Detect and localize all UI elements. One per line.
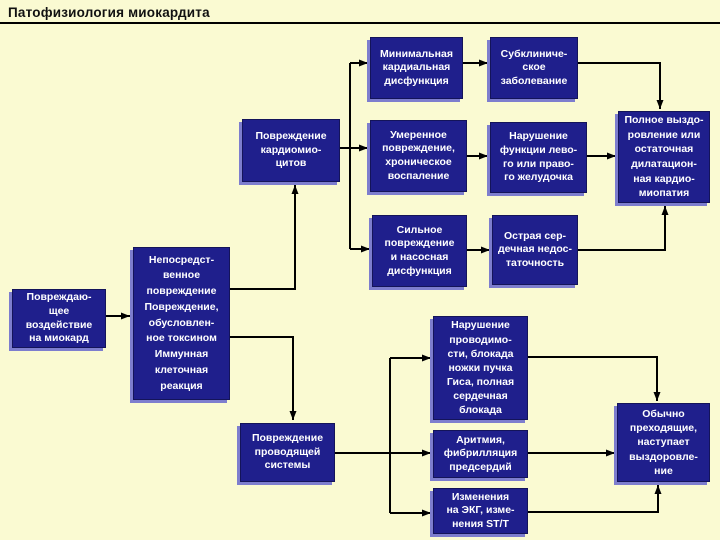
node-label: Полное выздо- ровление или остаточная ди… [624, 113, 704, 200]
node-label: Умеренное повреждение, хроническое воспа… [382, 128, 455, 182]
node-conduction-block: Нарушение проводимо- сти, блокада ножки … [433, 316, 528, 420]
node-subclinical-disease: Субклиниче- ское заболевание [490, 37, 578, 99]
connector-direct-to-cardiomyocyte [230, 185, 299, 290]
node-ventricular-dysfunction: Нарушение функции лево- го или право- го… [490, 122, 587, 193]
node-label: Непосредст- венное повреждение Поврежден… [144, 253, 219, 392]
node-full-recovery-or-dcm: Полное выздо- ровление или остаточная ди… [618, 111, 710, 203]
connector-ecg-to-transient [528, 485, 662, 513]
node-label: Повреждение кардиомио- цитов [255, 130, 327, 170]
node-label: Аритмия, фибрилляция предсердий [443, 433, 518, 473]
node-transient-recovery: Обычно преходящие, наступает выздоровле-… [617, 403, 710, 482]
node-label: Повреждение проводящей системы [251, 432, 324, 472]
node-direct-damage: Непосредст- венное повреждение Поврежден… [133, 247, 230, 400]
node-moderate-damage: Умеренное повреждение, хроническое воспа… [370, 120, 467, 192]
node-conduction-system-damage: Повреждение проводящей системы [240, 423, 335, 482]
node-label: Обычно преходящие, наступает выздоровле-… [629, 408, 698, 477]
title-underline [0, 22, 720, 24]
node-ecg-changes: Изменения на ЭКГ, изме- нения ST/T [433, 488, 528, 534]
connector-subclinical-to-recovery [578, 62, 664, 109]
node-label: Повреждаю- щее воздействие на миокард [25, 291, 93, 345]
node-acute-heart-failure: Острая сер- дечная недос- таточность [492, 215, 578, 285]
node-minimal-dysfunction: Минимальная кардиальная дисфункция [370, 37, 463, 99]
node-severe-damage: Сильное повреждение и насосная дисфункци… [372, 215, 467, 287]
connector-acute-to-recovery [578, 206, 669, 251]
node-label: Изменения на ЭКГ, изме- нения ST/T [446, 490, 515, 530]
node-label: Субклиниче- ское заболевание [500, 47, 568, 87]
node-label: Нарушение проводимо- сти, блокада ножки … [446, 319, 515, 417]
connector-direct-to-conduction [230, 336, 297, 420]
node-damaging-effect: Повреждаю- щее воздействие на миокард [12, 289, 106, 348]
node-arrhythmia: Аритмия, фибрилляция предсердий [433, 430, 528, 478]
node-label: Нарушение функции лево- го или право- го… [499, 130, 578, 184]
page-title: Патофизиология миокардита [8, 5, 210, 20]
connector-block-to-transient [528, 356, 661, 401]
node-label: Сильное повреждение и насосная дисфункци… [384, 223, 455, 277]
node-label: Минимальная кардиальная дисфункция [380, 47, 453, 87]
node-cardiomyocyte-damage: Повреждение кардиомио- цитов [242, 119, 340, 182]
node-label: Острая сер- дечная недос- таточность [497, 229, 573, 269]
